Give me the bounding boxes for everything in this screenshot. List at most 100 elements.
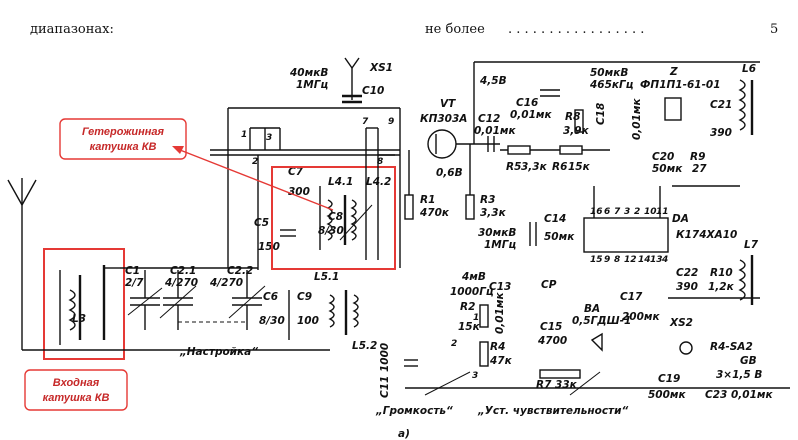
label-c9: C9 — [297, 291, 312, 303]
label-c6: C6 — [263, 291, 278, 303]
switch-pin-7: 7 — [362, 117, 369, 127]
xs1-antenna-socket — [342, 57, 362, 104]
label-r1: R1 — [420, 194, 435, 206]
label-rail-voltage: 4,5В — [479, 75, 507, 87]
label-sensitivity: „Уст. чувствительности“ — [477, 405, 628, 417]
label-da: DA — [672, 213, 689, 225]
annotation-heterodyne-line1: Гетерожинная — [82, 126, 165, 138]
value-r3: 3,3к — [480, 207, 507, 219]
value-c21: 390 — [710, 127, 732, 139]
figure-caption: а) — [398, 428, 410, 440]
label-l5-2: L5.2 — [352, 340, 377, 352]
label-c14: C14 — [544, 213, 566, 225]
value-c20: 50мк — [652, 163, 683, 175]
label-c11: C11 1000 — [379, 343, 391, 398]
page-number: 5 — [770, 22, 778, 37]
coil-l4-1 — [326, 199, 333, 241]
label-vt-voltage: 0,6В — [436, 167, 463, 179]
resistor-r7 — [539, 369, 581, 379]
ic-pin-top: 16 — [590, 207, 603, 217]
label-c20: C20 — [652, 151, 674, 163]
coil-l6 — [738, 79, 746, 131]
header-left: диапазонах: — [30, 22, 114, 37]
value-r5: 3,3к — [521, 161, 548, 173]
ic-pin-top: 11 — [656, 207, 669, 217]
label-tuning: „Настройка“ — [179, 346, 258, 358]
ic-top-pins: 16 6 7 3 2 10 11 — [590, 207, 669, 217]
ic-pin-bottom: 13 — [650, 255, 663, 265]
label-c2-2: C2.2 — [227, 265, 253, 277]
band-switch-2 — [365, 127, 395, 260]
label-c8: C8 — [328, 211, 343, 223]
resistor-r8 — [574, 109, 584, 133]
label-r5: R5 — [506, 161, 521, 173]
switch-pin-2: 2 — [252, 157, 258, 167]
label-xs2: XS2 — [669, 317, 693, 329]
label-r10: R10 — [710, 267, 733, 279]
value-c16: 0,01мк — [510, 109, 552, 121]
value-r6: 15к — [568, 161, 591, 173]
label-gb: GB — [740, 355, 757, 367]
label-ba: BA — [584, 303, 600, 315]
ic-pin-top: 7 — [614, 207, 621, 217]
label-c12: C12 — [478, 113, 500, 125]
label-ba-type: 0,5ГДШ-1 — [572, 315, 631, 327]
value-c8: 8/30 — [318, 225, 344, 237]
label-c16: C16 — [516, 97, 538, 109]
label-c10: C10 — [362, 85, 384, 97]
xs2-jack — [679, 341, 693, 355]
transistor-vt — [427, 129, 457, 159]
value-r2: 15к — [458, 321, 481, 333]
signal-30-1: 30мкВ — [478, 227, 516, 239]
annotation-input-line2: катушка КВ — [43, 392, 110, 404]
label-c23: C23 0,01мк — [705, 389, 773, 401]
label-r8: R8 — [565, 111, 580, 123]
label-z: Z — [669, 66, 678, 78]
value-r10: 1,2к — [708, 281, 735, 293]
value-c2-1: 4/270 — [164, 277, 198, 289]
xs1-signal-2: 1МГц — [296, 79, 328, 91]
label-c17: C17 — [620, 291, 643, 303]
label-c19: C19 — [658, 373, 680, 385]
resistor-r2 — [479, 304, 489, 328]
input-coil-highlight-box — [43, 248, 125, 360]
label-c18: C18 — [595, 103, 607, 125]
r-pin-3: 3 — [472, 371, 478, 381]
label-l4-1: L4.1 — [328, 176, 353, 188]
value-c12: 0,01мк — [474, 125, 516, 137]
ic-pin-bottom: 12 — [624, 255, 637, 265]
resistor-r3 — [465, 194, 475, 220]
resistor-r4 — [479, 341, 489, 367]
label-z-type: ФП1П1-61-01 — [640, 79, 721, 91]
label-vt: VT — [440, 98, 456, 110]
signal-4mv-2: 1000Гц — [450, 286, 494, 298]
antenna-symbol — [7, 178, 37, 350]
ic-pin-top: 10 — [644, 207, 657, 217]
r-pin-2: 2 — [451, 339, 457, 349]
label-l6: L6 — [742, 63, 756, 75]
resistor-r5 — [507, 145, 531, 155]
annotation-heterodyne-pointer — [179, 149, 334, 211]
coil-l7 — [738, 259, 746, 301]
label-vt-type: КП303А — [420, 113, 467, 125]
ic-pin-bottom: 15 — [590, 255, 603, 265]
label-cp: CP — [541, 279, 557, 291]
label-l5-1: L5.1 — [314, 271, 339, 283]
label-da-type: К174ХА10 — [676, 229, 737, 241]
label-r9: R9 — [690, 151, 705, 163]
switch-pin-1: 1 — [241, 130, 247, 140]
value-r1: 470к — [419, 207, 450, 219]
ic-pin-top: 2 — [634, 207, 640, 217]
coil-l5-2 — [352, 294, 359, 328]
value-c5: 150 — [258, 241, 280, 253]
volume-link — [424, 371, 471, 396]
speaker-ba — [590, 332, 603, 352]
value-c19: 500мк — [648, 389, 687, 401]
signal-30-2: 1МГц — [484, 239, 516, 251]
switch-pin-8: 8 — [377, 157, 383, 167]
ic-pin-bottom: 9 — [604, 255, 610, 265]
label-r6: R6 — [552, 161, 567, 173]
value-c22: 390 — [676, 281, 698, 293]
heterodyne-coil-highlight-box — [271, 166, 396, 270]
